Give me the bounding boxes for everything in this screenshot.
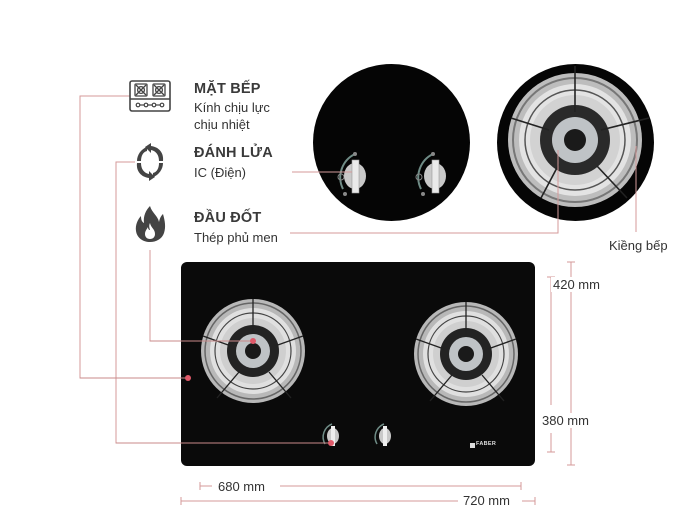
dimension-depth-inner: 380 mm [540,413,591,428]
knob-right [374,423,391,446]
burner-right [414,302,518,406]
feature-burner: ĐẦU ĐỐT Thép phủ men [194,210,278,246]
dimension-width-inner: 680 mm [216,479,267,494]
marker-dot-burner [250,338,256,344]
feature-title: ĐÁNH LỬA [194,145,273,161]
feature-title: ĐẦU ĐỐT [194,210,262,226]
feature-ignition: ĐÁNH LỬA IC (Điện) [194,145,273,181]
feature-desc: IC (Điện) [194,165,247,180]
knob-zoom-left [337,152,366,196]
feature-desc: Thép phủ men [194,230,278,245]
dimension-width-outer: 720 mm [461,493,512,508]
marker-dot-glass [185,375,191,381]
feature-desc: chịu nhiệt [194,117,250,132]
cooktop-glass [181,262,535,466]
dimension-depth-outer: 420 mm [551,277,602,292]
knob-left [322,423,339,446]
cooktop-icon [129,80,171,112]
feature-title: MẶT BẾP [194,81,261,97]
zoom-knobs-detail [313,64,470,221]
marker-dot-knob [328,440,334,446]
knob-zoom-right [415,152,446,196]
pan-support-callout: Kiềng bếp [609,238,668,253]
feature-desc: Kính chịu lực [194,100,270,115]
feature-cooktop: MẶT BẾP Kính chịu lực chịu nhiệt [194,81,270,133]
zoom-burner-detail [497,64,654,221]
flame-icon [134,205,166,243]
ignition-cycle-icon [133,141,167,183]
brand-logo: FABER [476,441,497,447]
